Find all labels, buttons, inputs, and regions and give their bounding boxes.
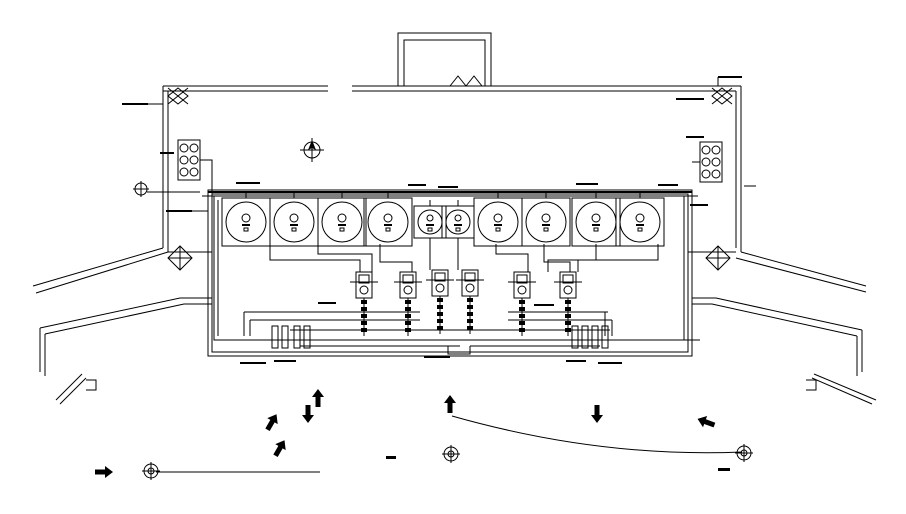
tank — [615, 192, 665, 247]
column-diamond-icon — [167, 87, 733, 105]
tank — [571, 192, 621, 247]
pump-unit — [508, 271, 536, 336]
tank — [413, 200, 447, 239]
building-outline — [32, 32, 867, 376]
pump-row — [350, 269, 582, 336]
arrow-icon — [697, 416, 716, 428]
valve-cluster-left — [240, 325, 311, 364]
tank — [521, 192, 571, 247]
control-panel-left — [177, 139, 213, 194]
section-marker-icon — [142, 462, 160, 480]
flow-arrows — [95, 389, 716, 478]
column-diamond-icon — [167, 245, 731, 271]
arrow-icon — [302, 405, 314, 423]
arrow-icon — [95, 466, 113, 478]
control-panel-right — [692, 141, 723, 183]
tank — [221, 192, 271, 247]
section-marker-icon — [133, 181, 200, 197]
arrow-icon — [591, 405, 603, 423]
tank — [317, 192, 367, 247]
tank — [473, 192, 523, 247]
tank — [363, 192, 413, 247]
north-arrow-icon — [300, 138, 324, 162]
tank — [269, 192, 319, 247]
pump-unit — [456, 269, 484, 334]
arrow-icon — [444, 395, 456, 413]
equipment-room — [202, 189, 700, 357]
pump-unit — [426, 269, 454, 334]
section-marker-icon — [442, 445, 460, 463]
exterior-details — [55, 373, 877, 473]
section-marker-icon — [735, 444, 753, 462]
pump-unit — [394, 271, 422, 336]
tank — [441, 200, 475, 239]
arrow-icon — [312, 389, 324, 407]
leader-lines — [122, 76, 756, 471]
arrow-icon — [265, 414, 278, 432]
piping-network — [243, 238, 659, 355]
arrow-icon — [273, 440, 286, 458]
pump-unit — [350, 271, 378, 336]
valve-cluster-right — [566, 325, 622, 364]
tank-row — [221, 192, 665, 247]
